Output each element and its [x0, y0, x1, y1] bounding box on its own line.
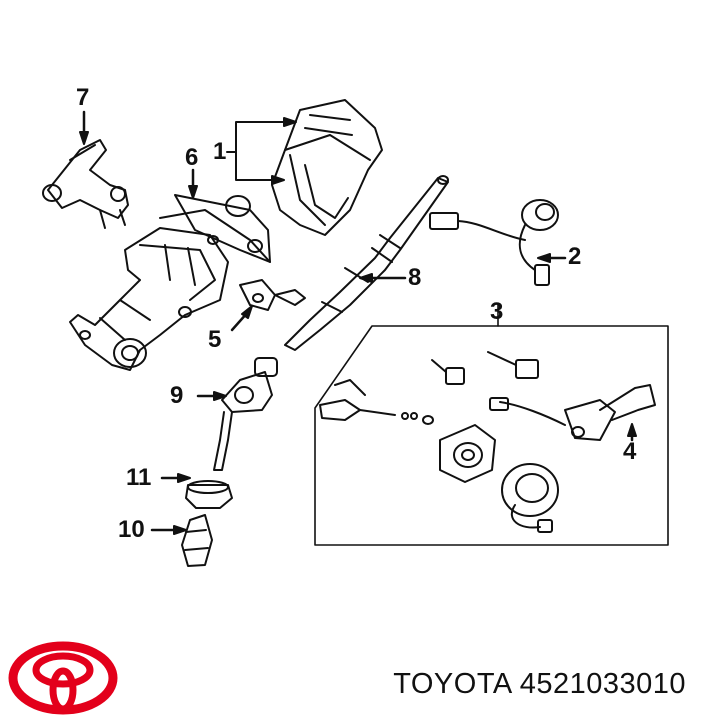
part-4-wiper-switch: [489, 384, 656, 442]
callout-5: 5: [208, 326, 222, 353]
part-3-switch-group: [314, 304, 669, 546]
part-10-lower-joint: [150, 514, 213, 567]
callout-7: 7: [76, 84, 90, 111]
callout-1: 1: [213, 138, 227, 165]
part-8-steering-shaft: [284, 175, 449, 351]
part-1-column-cover: [226, 99, 383, 236]
part-5-lever-bracket: [230, 279, 306, 332]
callout-2: 2: [568, 243, 582, 270]
part-caption: TOYOTA 4521033010: [393, 668, 686, 701]
brand-name: TOYOTA: [393, 668, 512, 700]
callout-9: 9: [170, 382, 184, 409]
callout-3: 3: [490, 298, 504, 325]
callout-10: 10: [118, 516, 145, 543]
part-9-intermediate-shaft: [196, 357, 278, 471]
part-11-boot: [160, 473, 233, 509]
callout-4: 4: [623, 438, 637, 465]
part-7-bracket: [42, 110, 129, 229]
part-2-ignition-switch: [429, 199, 567, 286]
toyota-logo: [8, 641, 118, 715]
callout-11: 11: [126, 464, 152, 491]
callout-8: 8: [408, 264, 422, 291]
part-number: 4521033010: [519, 668, 686, 700]
part-6-mounting-plate: [159, 168, 271, 263]
callout-6: 6: [185, 144, 199, 171]
main-column-housing: [69, 227, 229, 371]
